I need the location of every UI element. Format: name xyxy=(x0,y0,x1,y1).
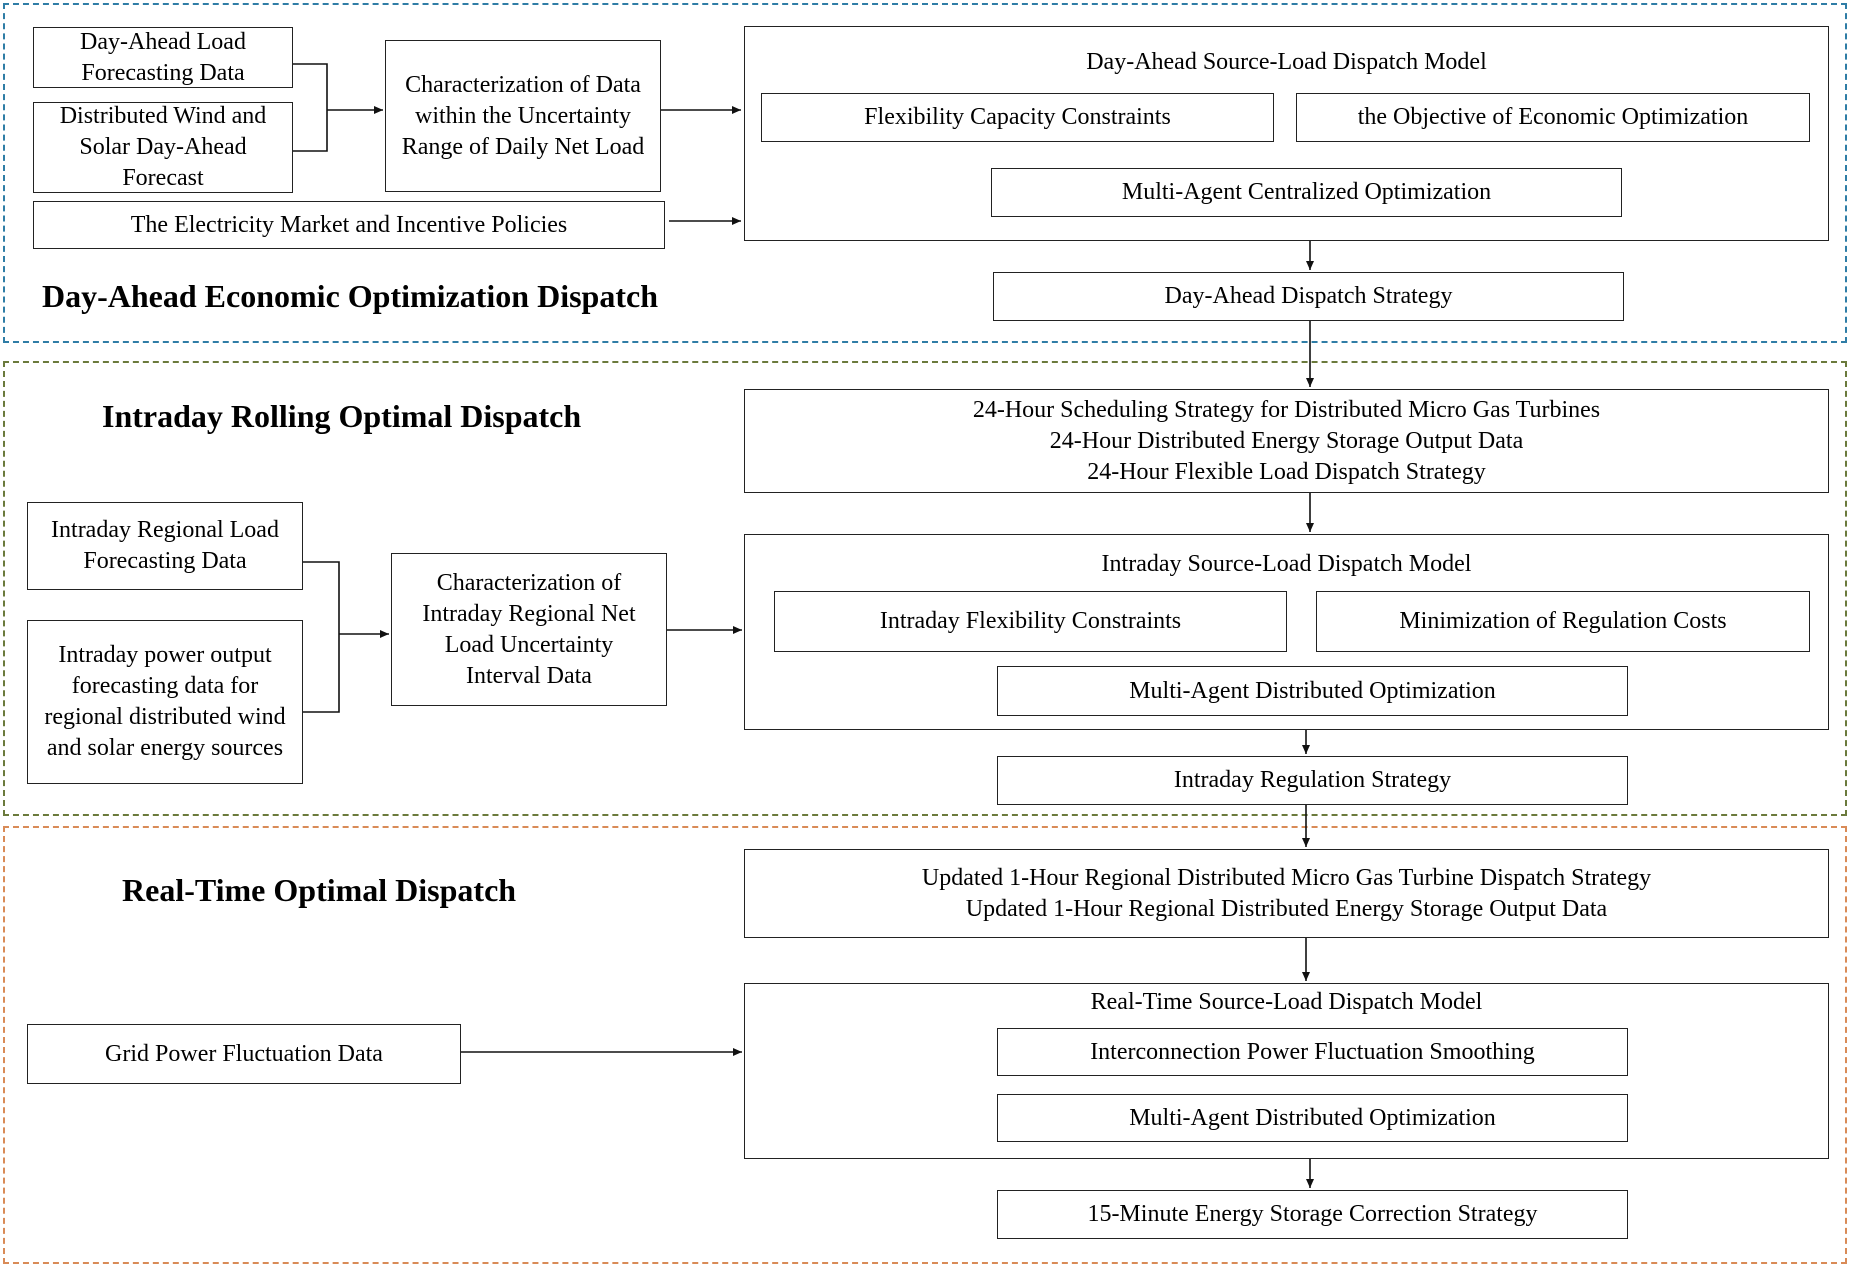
text-line: and solar energy sources xyxy=(46,735,284,761)
text-line: Interval Data xyxy=(466,662,592,689)
box-text: the Objective of Economic Optimization xyxy=(1358,102,1749,133)
text-line: Intraday Regional Load xyxy=(51,517,279,543)
text-line: the Objective of Economic Optimization xyxy=(1357,104,1749,130)
text-line: Intraday Flexibility Constraints xyxy=(879,608,1182,634)
day-ahead-characterization-box: Characterization of Data within the Uncer… xyxy=(385,40,661,192)
intraday-distributed-optimization-box: Multi-Agent Distributed Optimization xyxy=(997,666,1628,716)
text-line: forecasting data for xyxy=(71,673,259,699)
text-line: Distributed Wind and xyxy=(59,103,267,129)
text-line: Multi-Agent Distributed Optimization xyxy=(1129,677,1496,704)
day-ahead-dispatch-strategy-box: Day-Ahead Dispatch Strategy xyxy=(993,272,1624,321)
text-line: Forecast xyxy=(122,165,204,191)
intraday-regulation-strategy-box: Intraday Regulation Strategy xyxy=(997,756,1628,805)
text-line: Grid Power Fluctuation Data xyxy=(105,1040,383,1067)
grid-power-fluctuation-box: Grid Power Fluctuation Data xyxy=(27,1024,461,1084)
text-line: Flexibility Capacity Constraints xyxy=(864,104,1171,130)
regulation-costs-box: Minimization of Regulation Costs xyxy=(1316,591,1810,652)
text-line: The Electricity Market and Incentive Pol… xyxy=(130,211,568,238)
text-line: Multi-Agent Distributed Optimization xyxy=(1129,1104,1496,1131)
text-line: Minimization of Regulation Costs xyxy=(1399,608,1727,634)
day-ahead-model-title: Day-Ahead Source-Load Dispatch Model xyxy=(1086,49,1487,75)
intraday-flexibility-constraints-box: Intraday Flexibility Constraints xyxy=(774,591,1287,652)
text-line: Intraday power output xyxy=(58,642,272,668)
text-line: Load Uncertainty xyxy=(444,631,614,658)
text-line: Interconnection Power Fluctuation Smooth… xyxy=(1090,1038,1535,1065)
box-text: Intraday power output forecasting data fo… xyxy=(44,640,285,764)
intraday-power-forecast-box: Intraday power output forecasting data fo… xyxy=(27,620,303,784)
day-ahead-model-container: Day-Ahead Source-Load Dispatch Model xyxy=(744,26,1829,241)
text-line: within the Uncertainty xyxy=(415,102,631,129)
centralized-optimization-box: Multi-Agent Centralized Optimization xyxy=(991,168,1622,217)
intraday-plans-box: 24-Hour Scheduling Strategy for Distribu… xyxy=(744,389,1829,493)
text-line: Solar Day-Ahead xyxy=(79,134,247,160)
text-line: Forecasting Data xyxy=(83,548,247,574)
section-day-ahead xyxy=(3,3,1847,343)
box-text: Multi-Agent Centralized Optimization xyxy=(1122,177,1491,208)
section-title-intraday: Intraday Rolling Optimal Dispatch xyxy=(102,398,582,434)
text-line: 24-Hour Distributed Energy Storage Outpu… xyxy=(1049,427,1524,454)
text-line: Updated 1-Hour Regional Distributed Micr… xyxy=(921,864,1652,891)
section-title-real-time: Real-Time Optimal Dispatch xyxy=(122,872,517,908)
real-time-model-title: Real-Time Source-Load Dispatch Model xyxy=(1090,989,1483,1015)
text-line: Updated 1-Hour Regional Distributed Ener… xyxy=(965,895,1608,922)
flexibility-capacity-constraints-box: Flexibility Capacity Constraints xyxy=(761,93,1274,142)
box-text: Day-Ahead Dispatch Strategy xyxy=(1165,281,1453,312)
box-text: Intraday Flexibility Constraints xyxy=(880,606,1181,637)
real-time-updates-box: Updated 1-Hour Regional Distributed Micr… xyxy=(744,849,1829,938)
section-intraday xyxy=(3,361,1847,816)
connector-intraday-inputs xyxy=(303,561,340,713)
intraday-model-title: Intraday Source-Load Dispatch Model xyxy=(1101,551,1472,577)
text-line: Characterization of Data xyxy=(405,71,641,98)
text-line: Range of Daily Net Load xyxy=(401,133,645,160)
text-line: 15-Minute Energy Storage Correction Stra… xyxy=(1087,1201,1538,1227)
intraday-model-container: Intraday Source-Load Dispatch Model xyxy=(744,534,1829,730)
real-time-distributed-optimization-box: Multi-Agent Distributed Optimization xyxy=(997,1094,1628,1142)
section-real-time xyxy=(3,826,1847,1264)
box-text: Interconnection Power Fluctuation Smooth… xyxy=(1090,1037,1535,1068)
text-line: Forecasting Data xyxy=(81,59,245,86)
real-time-model-container: Real-Time Source-Load Dispatch Model xyxy=(744,983,1829,1159)
box-text: 24-Hour Scheduling Strategy for Distribu… xyxy=(973,395,1600,488)
power-fluctuation-smoothing-box: Interconnection Power Fluctuation Smooth… xyxy=(997,1028,1628,1076)
box-text: Minimization of Regulation Costs xyxy=(1399,606,1726,637)
box-text: Flexibility Capacity Constraints xyxy=(864,102,1171,133)
market-policies-box: The Electricity Market and Incentive Pol… xyxy=(33,201,665,249)
box-text: 15-Minute Energy Storage Correction Stra… xyxy=(1087,1199,1537,1230)
box-text: Updated 1-Hour Regional Distributed Micr… xyxy=(922,863,1651,925)
box-text: Characterization of Data within the Uncer… xyxy=(402,70,645,163)
box-text: Grid Power Fluctuation Data xyxy=(105,1039,383,1070)
box-text: Multi-Agent Distributed Optimization xyxy=(1129,1103,1496,1134)
section-title-day-ahead: Day-Ahead Economic Optimization Dispatch xyxy=(42,278,658,314)
text-line: Characterization of xyxy=(436,569,622,596)
text-line: Day-Ahead Dispatch Strategy xyxy=(1164,283,1453,309)
text-line: Day-Ahead Load xyxy=(80,28,246,55)
text-line: 24-Hour Scheduling Strategy for Distribu… xyxy=(972,396,1601,423)
box-text: Characterization of Intraday Regional Net… xyxy=(422,568,635,692)
energy-storage-correction-strategy-box: 15-Minute Energy Storage Correction Stra… xyxy=(997,1190,1628,1239)
connector-load-forecast xyxy=(293,63,328,152)
box-text: Intraday Regulation Strategy xyxy=(1174,765,1451,796)
box-text: Multi-Agent Distributed Optimization xyxy=(1129,676,1496,707)
text-line: Intraday Regulation Strategy xyxy=(1173,767,1452,793)
text-line: regional distributed wind xyxy=(44,704,286,730)
text-line: 24-Hour Flexible Load Dispatch Strategy xyxy=(1087,458,1486,485)
text-line: Intraday Regional Net xyxy=(422,600,636,627)
box-text: The Electricity Market and Incentive Pol… xyxy=(131,210,568,241)
intraday-characterization-box: Characterization of Intraday Regional Net… xyxy=(391,553,667,706)
economic-optimization-objective-box: the Objective of Economic Optimization xyxy=(1296,93,1810,142)
text-line: Multi-Agent Centralized Optimization xyxy=(1121,179,1492,205)
